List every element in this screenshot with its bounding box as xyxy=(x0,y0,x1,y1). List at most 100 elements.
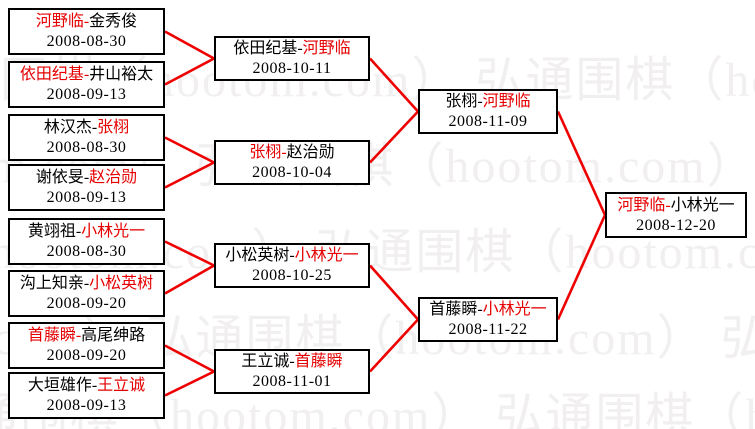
name-separator: - xyxy=(91,119,98,136)
match-players: 大垣雄作-王立诚 xyxy=(28,375,145,396)
name-separator: - xyxy=(289,247,295,264)
match-players: 林汉杰-张栩 xyxy=(44,117,129,138)
match-players: 王立诚-首藤瞬 xyxy=(241,351,342,372)
match-box-r2-2: 张栩-赵治勋 2008-10-04 xyxy=(214,140,370,185)
bracket-connector xyxy=(164,57,215,86)
match-date: 2008-09-13 xyxy=(46,86,127,103)
bracket-connector xyxy=(369,318,419,373)
player-name: 依田纪基 xyxy=(233,40,298,57)
match-box-r1-2: 依田纪基-井山裕太 2008-09-13 xyxy=(8,61,165,108)
player-name: 井山裕太 xyxy=(89,66,154,83)
bracket-connector xyxy=(164,370,215,397)
match-box-sf-2: 首藤瞬-小林光一 2008-11-22 xyxy=(418,297,558,342)
match-box-r1-7: 首藤瞬-高尾绅路 2008-09-20 xyxy=(8,322,165,369)
match-players: 首藤瞬-小林光一 xyxy=(429,299,546,320)
match-date: 2008-11-01 xyxy=(252,373,332,390)
match-players: 依田纪基-河野临 xyxy=(233,38,350,59)
bracket-connector xyxy=(164,136,215,164)
name-separator: - xyxy=(297,40,303,57)
match-players: 张栩-河野临 xyxy=(445,91,530,112)
name-separator: - xyxy=(83,275,90,292)
match-players: 谢依旻-赵治勋 xyxy=(36,167,137,188)
bracket-connector xyxy=(164,30,215,60)
match-date: 2008-08-30 xyxy=(46,139,127,156)
name-separator: - xyxy=(665,196,671,214)
player-name: 王立诚 xyxy=(241,353,290,370)
player-name: 张栩 xyxy=(249,144,282,161)
match-date: 2008-09-13 xyxy=(46,189,127,206)
player-name: 河野临 xyxy=(35,13,84,30)
match-players: 首藤瞬-高尾绅路 xyxy=(28,325,145,346)
match-date: 2008-10-11 xyxy=(252,60,332,77)
match-box-sf-1: 张栩-河野临 2008-11-09 xyxy=(418,89,558,134)
player-name: 王立诚 xyxy=(97,377,146,394)
match-players: 沟上知亲-小松英树 xyxy=(20,273,153,294)
player-name: 赵治勋 xyxy=(286,144,335,161)
bracket-connector xyxy=(164,240,215,267)
bracket-connector xyxy=(556,214,607,321)
player-name: 张栩 xyxy=(445,93,478,110)
player-name: 首藤瞬 xyxy=(294,353,343,370)
bracket-connector xyxy=(556,110,607,216)
player-name: 依田纪基 xyxy=(19,66,84,83)
match-box-r1-6: 沟上知亲-小松英树 2008-09-20 xyxy=(8,270,165,317)
match-date: 2008-11-22 xyxy=(448,321,528,338)
player-name: 赵治勋 xyxy=(89,169,138,186)
name-separator: - xyxy=(289,353,295,370)
player-name: 谢依旻 xyxy=(35,169,84,186)
player-name: 沟上知亲 xyxy=(19,275,84,292)
match-box-r1-3: 林汉杰-张栩 2008-08-30 xyxy=(8,114,165,161)
bracket-connector xyxy=(164,344,215,373)
bracket-connector xyxy=(369,110,419,164)
name-separator: - xyxy=(75,223,82,240)
player-name: 小林光一 xyxy=(670,196,735,214)
player-name: 小松英树 xyxy=(225,247,290,264)
name-separator: - xyxy=(75,327,82,344)
bracket-connector xyxy=(164,161,215,189)
player-name: 小松英树 xyxy=(89,275,154,292)
match-box-r2-3: 小松英树-小林光一 2008-10-25 xyxy=(214,243,370,288)
match-box-r1-4: 谢依旻-赵治勋 2008-09-13 xyxy=(8,164,165,211)
name-separator: - xyxy=(83,169,90,186)
match-date: 2008-08-30 xyxy=(46,33,127,50)
match-players: 小松英树-小林光一 xyxy=(225,245,358,266)
match-box-r1-1: 河野临-金秀俊 2008-08-30 xyxy=(8,8,165,55)
match-box-r1-5: 黄翊祖-小林光一 2008-08-30 xyxy=(8,218,165,265)
match-date: 2008-08-30 xyxy=(46,243,127,260)
player-name: 小林光一 xyxy=(294,247,359,264)
player-name: 林汉杰 xyxy=(43,119,92,136)
player-name: 首藤瞬 xyxy=(429,301,478,318)
player-name: 黄翊祖 xyxy=(27,223,76,240)
player-name: 河野临 xyxy=(482,93,531,110)
player-name: 小林光一 xyxy=(482,301,547,318)
match-box-r2-4: 王立诚-首藤瞬 2008-11-01 xyxy=(214,349,370,394)
player-name: 首藤瞬 xyxy=(27,327,76,344)
match-date: 2008-09-13 xyxy=(46,397,127,414)
match-players: 依田纪基-井山裕太 xyxy=(20,64,153,85)
match-players: 河野临-小林光一 xyxy=(617,195,734,216)
bracket-connector xyxy=(369,264,419,321)
match-players: 张栩-赵治勋 xyxy=(249,142,334,163)
name-separator: - xyxy=(83,66,90,83)
match-box-final: 河野临-小林光一 2008-12-20 xyxy=(605,192,747,238)
bracket-connector xyxy=(164,264,215,295)
player-name: 小林光一 xyxy=(81,223,146,240)
name-separator: - xyxy=(477,301,483,318)
name-separator: - xyxy=(83,13,90,30)
match-date: 2008-10-04 xyxy=(252,164,332,181)
player-name: 金秀俊 xyxy=(89,13,138,30)
match-players: 黄翊祖-小林光一 xyxy=(28,221,145,242)
match-date: 2008-12-20 xyxy=(636,216,716,234)
bracket-connector xyxy=(369,57,419,113)
name-separator: - xyxy=(477,93,483,110)
match-players: 河野临-金秀俊 xyxy=(36,11,137,32)
name-separator: - xyxy=(281,144,287,161)
match-date: 2008-09-20 xyxy=(46,347,127,364)
name-separator: - xyxy=(91,377,98,394)
match-date: 2008-09-20 xyxy=(46,295,127,312)
player-name: 河野临 xyxy=(302,40,351,57)
match-box-r1-8: 大垣雄作-王立诚 2008-09-13 xyxy=(8,372,165,419)
match-box-r2-1: 依田纪基-河野临 2008-10-11 xyxy=(214,36,370,81)
